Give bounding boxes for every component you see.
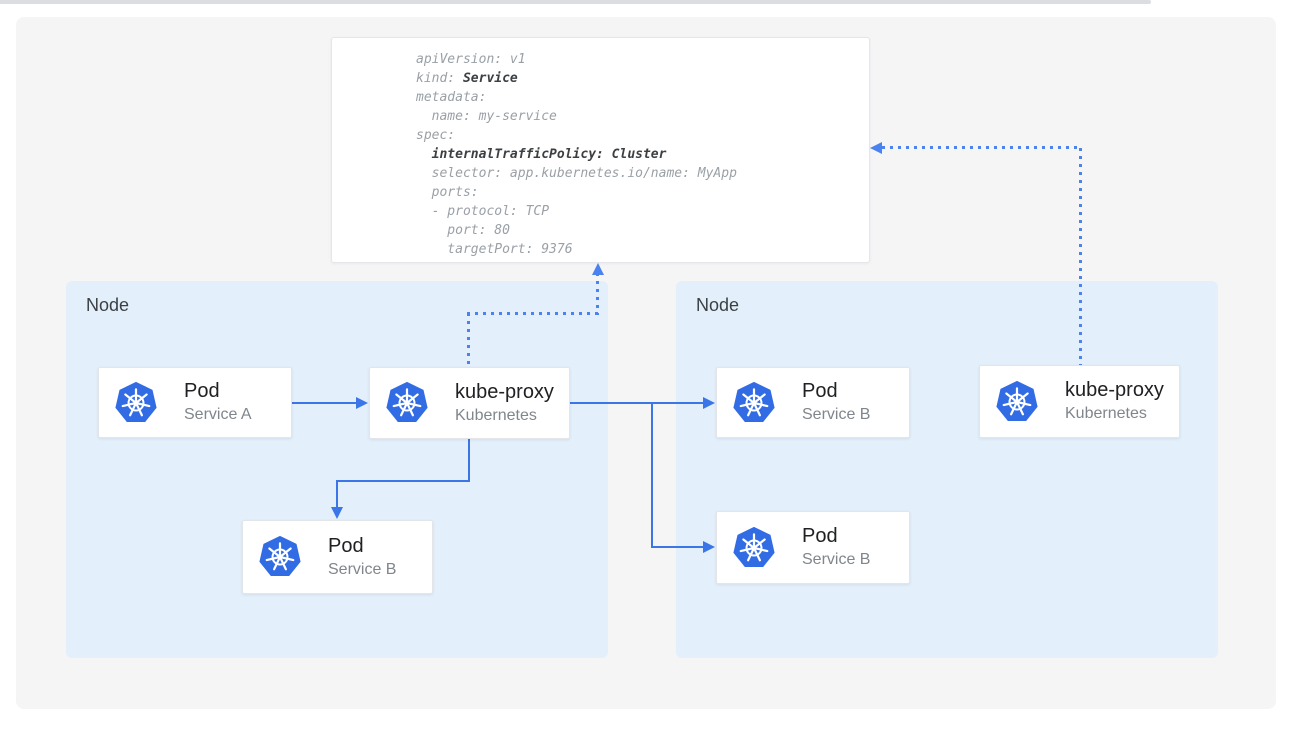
arrow-kubeproxy-left-line xyxy=(336,480,470,482)
arrow-branch-to-podB-right-bottom-head xyxy=(703,541,715,553)
arrow-kubeproxy-to-podB-right-top-head xyxy=(703,397,715,409)
yaml-line: targetPort: 9376 xyxy=(416,242,573,257)
card-title: Pod xyxy=(802,380,838,402)
dotted-line-left-vertical-up xyxy=(596,273,599,315)
arrow-kubeproxy-down-line xyxy=(468,439,470,482)
card-kube-proxy-right: kube-proxy Kubernetes xyxy=(979,365,1180,438)
kubernetes-icon xyxy=(733,526,775,567)
kubernetes-icon xyxy=(115,381,157,422)
card-subtitle: Kubernetes xyxy=(455,406,537,424)
yaml-line: kind: Service xyxy=(416,71,518,86)
arrow-kubeproxy-to-podB-right-top-line xyxy=(570,402,704,404)
dotted-line-right-vertical xyxy=(1079,148,1082,365)
arrow-podA-to-kubeproxy-line xyxy=(292,402,357,404)
card-title: Pod xyxy=(802,525,838,547)
card-title: kube-proxy xyxy=(455,380,554,403)
card-subtitle: Service B xyxy=(802,551,871,568)
arrow-branch-vertical xyxy=(651,402,653,547)
kubernetes-icon xyxy=(386,381,428,423)
dotted-arrowhead-to-yaml-right xyxy=(870,142,882,154)
yaml-line: - protocol: TCP xyxy=(416,204,550,219)
card-pod-service-b-right-top: Pod Service B xyxy=(716,367,910,438)
card-subtitle: Service A xyxy=(184,406,252,423)
yaml-code-block: apiVersion: v1 kind: Service metadata: nam… xyxy=(416,50,737,259)
arrow-branch-to-podB-right-bottom-line xyxy=(651,546,704,548)
top-divider-bar xyxy=(0,0,1151,4)
card-title: kube-proxy xyxy=(1065,379,1164,401)
arrow-to-podB-left-head xyxy=(331,507,343,519)
card-subtitle: Kubernetes xyxy=(1065,405,1147,422)
yaml-line: selector: app.kubernetes.io/name: MyApp xyxy=(416,166,737,181)
yaml-line: spec: xyxy=(416,128,456,143)
service-yaml-card: apiVersion: v1 kind: Service metadata: nam… xyxy=(331,37,870,263)
card-kube-proxy-left: kube-proxy Kubernetes xyxy=(369,367,570,439)
arrow-to-podB-left-line xyxy=(336,480,338,508)
node-label: Node xyxy=(86,295,130,315)
node-label: Node xyxy=(696,295,740,315)
yaml-line: port: 80 xyxy=(416,223,510,238)
yaml-line: internalTrafficPolicy: Cluster xyxy=(431,147,667,162)
card-subtitle: Service B xyxy=(328,560,397,578)
yaml-line: apiVersion: v1 xyxy=(416,52,526,67)
card-pod-service-a: Pod Service A xyxy=(98,367,292,438)
card-pod-service-b-right-bottom: Pod Service B xyxy=(716,511,910,584)
dotted-line-right-horizontal xyxy=(882,146,1082,149)
card-title: Pod xyxy=(328,534,364,557)
dotted-line-left-vertical-down xyxy=(467,313,470,367)
kubernetes-icon xyxy=(733,381,775,422)
node-box-left: Node xyxy=(66,281,608,658)
card-subtitle: Service B xyxy=(802,406,871,423)
card-pod-service-b-left: Pod Service B xyxy=(242,520,433,594)
yaml-line: name: my-service xyxy=(416,109,557,124)
kubernetes-icon xyxy=(996,380,1038,421)
node-box-right: Node xyxy=(676,281,1218,658)
dotted-arrowhead-to-yaml-bottom xyxy=(592,263,604,275)
yaml-line: metadata: xyxy=(416,90,487,105)
arrow-podA-to-kubeproxy-head xyxy=(356,397,368,409)
kubernetes-icon xyxy=(259,535,301,577)
card-title: Pod xyxy=(184,380,220,402)
yaml-line: ports: xyxy=(416,185,479,200)
dotted-line-left-horizontal xyxy=(467,312,599,315)
